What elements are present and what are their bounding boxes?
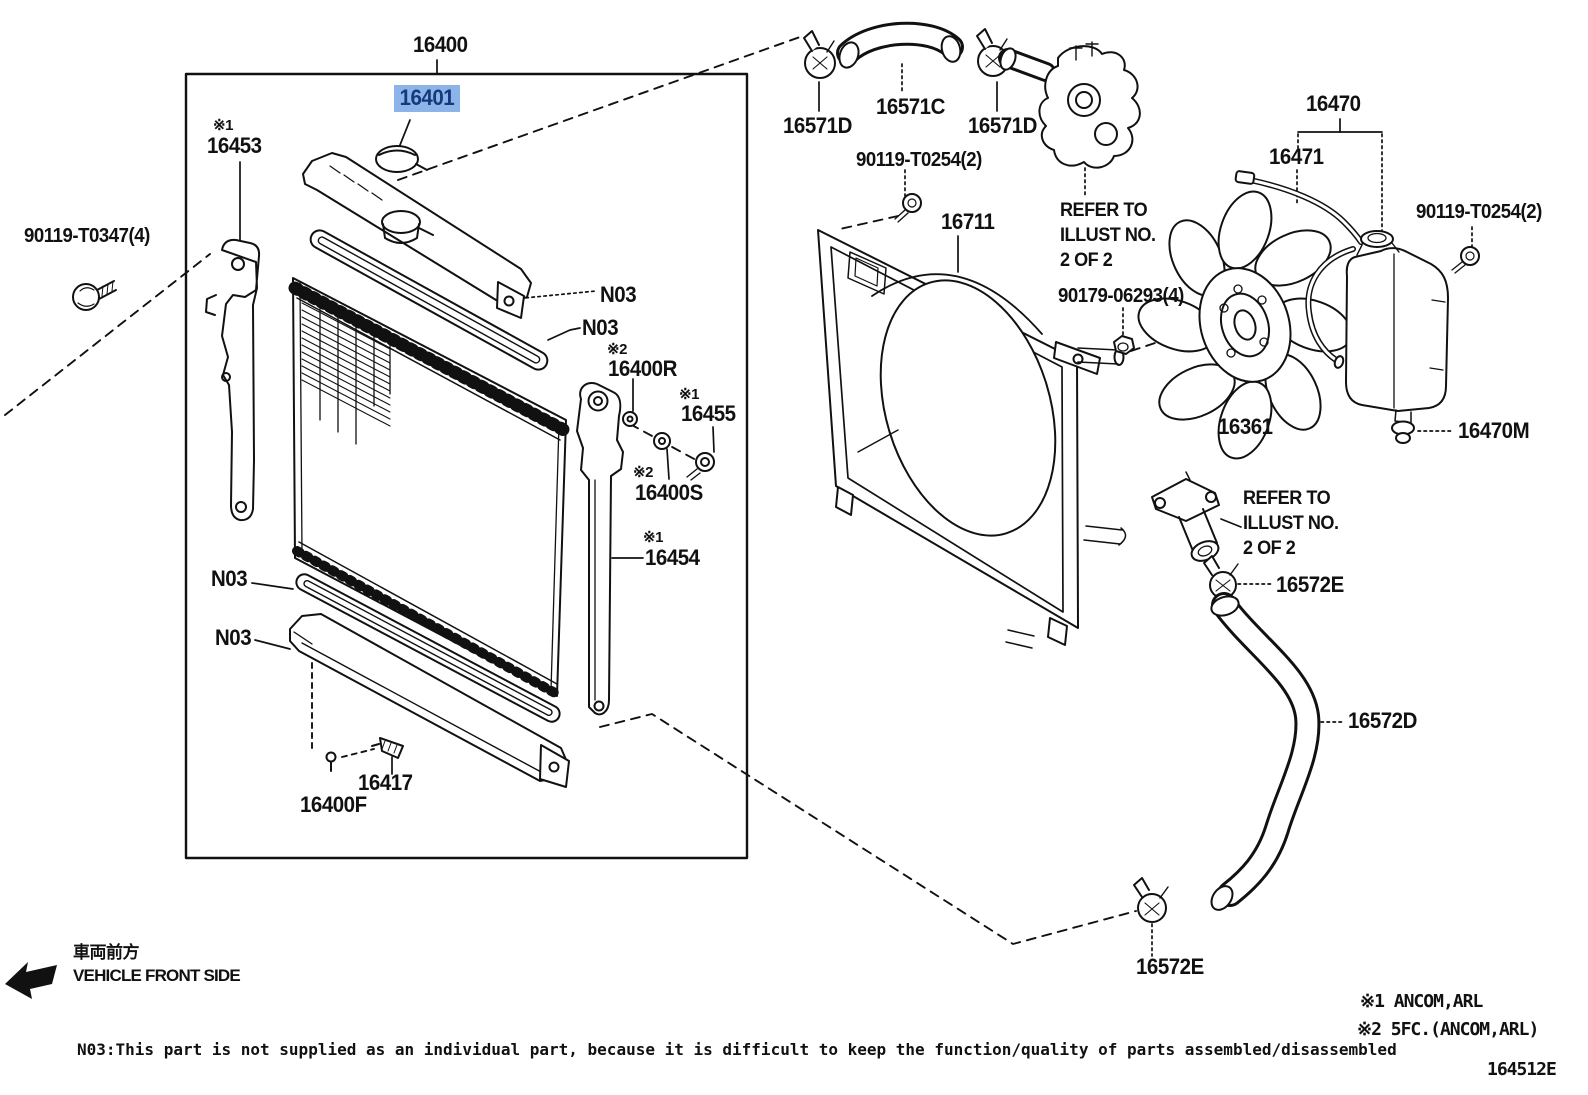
upper-hose-group — [803, 21, 1056, 82]
fan-shroud-16711 — [817, 229, 1127, 649]
part-label-90179-06293[interactable]: 90179-06293(4) — [1058, 285, 1184, 307]
part-label-16571d-right[interactable]: 16571D — [968, 113, 1037, 138]
vehicle-front-label-en: VEHICLE FRONT SIDE — [73, 966, 241, 985]
code-label-n03-a: N03 — [600, 282, 637, 307]
part-label-16470m[interactable]: 16470M — [1458, 418, 1530, 443]
part-label-16471[interactable]: 16471 — [1269, 144, 1324, 169]
drawing-number: 164512E — [1487, 1059, 1557, 1080]
code-label-n03-d: N03 — [215, 625, 252, 650]
refer-note-line3: 2 OF 2 — [1060, 250, 1113, 271]
part-label-90119-t0254-top[interactable]: 90119-T0254(2) — [856, 149, 982, 171]
footnote-mark-1: ※1 — [679, 386, 699, 403]
solid-leader-lines — [239, 59, 1383, 775]
footnote-mark-2: ※2 — [607, 341, 627, 358]
part-label-16572e-lower[interactable]: 16572E — [1136, 954, 1204, 979]
part-label-16400r[interactable]: 16400R — [608, 356, 677, 381]
water-outlet-housing — [1038, 41, 1141, 169]
refer-note2-line3: 2 OF 2 — [1243, 538, 1296, 559]
refer-note2-line1: REFER TO — [1243, 488, 1331, 509]
part-label-16572d[interactable]: 16572D — [1348, 708, 1417, 733]
reserve-tank-16470 — [1234, 170, 1449, 444]
bolt-90119-t0347 — [72, 280, 117, 311]
part-label-16400s[interactable]: 16400S — [635, 480, 703, 505]
refer-note2-line2: ILLUST NO. — [1243, 513, 1339, 534]
part-label-16361[interactable]: 16361 — [1218, 414, 1273, 439]
cooling-fan-16361 — [1137, 190, 1353, 460]
legend-ref2: ※2 5FC.(ANCOM,ARL) — [1357, 1019, 1539, 1040]
thermostat-outlet — [1151, 471, 1239, 599]
part-label-16417[interactable]: 16417 — [358, 770, 413, 795]
footnote-mark-1: ※1 — [643, 529, 663, 546]
part-label-16711[interactable]: 16711 — [941, 209, 995, 234]
part-label-16571d-left[interactable]: 16571D — [783, 113, 852, 138]
lower-hose-16572d — [1133, 592, 1321, 923]
part-label-16571c[interactable]: 16571C — [876, 94, 945, 119]
code-label-n03-c: N03 — [211, 566, 248, 591]
part-label-16401-selected[interactable]: 16401 — [394, 85, 460, 112]
refer-note-line1: REFER TO — [1060, 200, 1148, 221]
part-label-16572e-upper[interactable]: 16572E — [1276, 572, 1344, 597]
legend-ref1: ※1 ANCOM,ARL — [1360, 991, 1483, 1012]
part-label-16455[interactable]: 16455 — [681, 401, 736, 426]
n03-footnote-text: N03:This part is not supplied as an indi… — [77, 1040, 1397, 1059]
vehicle-front-arrow-icon — [5, 962, 57, 999]
part-label-16470[interactable]: 16470 — [1306, 91, 1361, 116]
assembly-box-16400 — [184, 72, 749, 860]
drain-cock-16417[interactable] — [379, 737, 404, 759]
vehicle-front-label-jp: 車両前方 — [73, 943, 140, 962]
part-label-16453[interactable]: 16453 — [207, 133, 262, 158]
fasteners — [894, 193, 1480, 355]
part-label-90119-t0347[interactable]: 90119-T0347(4) — [24, 225, 150, 247]
footnote-mark-2: ※2 — [633, 464, 653, 481]
part-label-16400f[interactable]: 16400F — [300, 792, 367, 817]
code-label-n03-b: N03 — [582, 315, 619, 340]
part-label-16400[interactable]: 16400 — [413, 32, 468, 57]
radiator-assembly — [205, 145, 715, 788]
refer-note-line2: ILLUST NO. — [1060, 225, 1156, 246]
part-label-16454[interactable]: 16454 — [645, 545, 700, 570]
footnote-mark-1: ※1 — [213, 117, 233, 134]
part-label-90119-t0254-right[interactable]: 90119-T0254(2) — [1416, 201, 1542, 223]
